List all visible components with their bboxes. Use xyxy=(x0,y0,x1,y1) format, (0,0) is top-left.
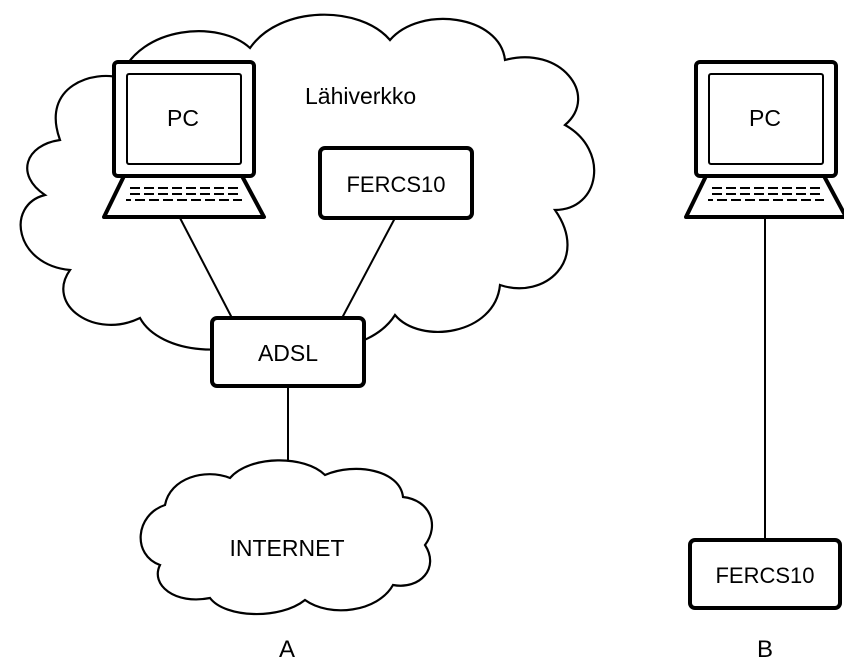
diagram-a: Lähiverkko PC FERCS10 ADSL xyxy=(19,13,596,663)
pc-to-adsl-link xyxy=(179,217,233,319)
fercs-to-adsl-link xyxy=(341,217,396,319)
lan-cloud xyxy=(19,13,596,351)
lan-label: Lähiverkko xyxy=(305,83,416,109)
diagram-b: PC FERCS10 B xyxy=(684,60,844,663)
pc-label-b: PC xyxy=(749,105,781,131)
pc-computer-icon-b: PC xyxy=(684,60,844,219)
pc-label: PC xyxy=(167,105,199,131)
internet-cloud xyxy=(139,459,434,616)
adsl-modem: ADSL xyxy=(210,316,366,388)
fercs10-device: FERCS10 xyxy=(318,146,474,220)
adsl-label: ADSL xyxy=(258,340,318,366)
fercs10-label-b: FERCS10 xyxy=(715,563,814,588)
fercs10-device-b: FERCS10 xyxy=(688,538,842,610)
pc-computer-icon: PC xyxy=(102,60,266,219)
fercs10-label: FERCS10 xyxy=(346,172,445,197)
caption-b: B xyxy=(757,636,773,663)
internet-label: INTERNET xyxy=(230,535,345,561)
caption-a: A xyxy=(279,636,295,663)
